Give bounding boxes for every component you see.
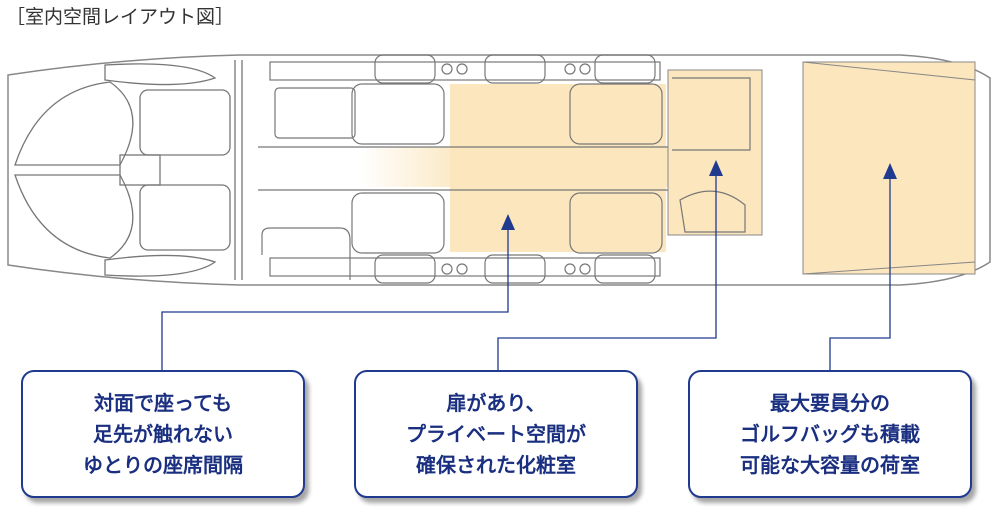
callout-line: 可能な大容量の荷室	[740, 452, 920, 477]
callout-line: 最大要員分の	[770, 390, 890, 415]
callout-cargo: 最大要員分の ゴルフバッグも積載 可能な大容量の荷室	[688, 370, 972, 498]
callout-line: ゴルフバッグも積載	[740, 421, 920, 446]
aisle-highlight	[360, 147, 670, 187]
callout-line: 確保された化粧室	[416, 452, 576, 477]
cockpit	[14, 60, 243, 280]
lavatory-highlight	[667, 69, 763, 236]
callout-line: プライベート空間が	[406, 421, 586, 446]
arrow-head-cargo	[883, 163, 897, 179]
cabin-furniture	[258, 54, 751, 284]
arrow-head-seating	[501, 214, 515, 230]
callout-line: 対面で座っても	[94, 390, 232, 415]
callout-connectors	[161, 172, 891, 370]
callout-line: ゆとりの座席間隔	[83, 452, 243, 477]
callout-line: 足先が触れない	[93, 421, 233, 446]
callout-line: 扉があり、	[446, 390, 546, 415]
diagram-title: ［室内空間レイアウト図］	[6, 6, 235, 28]
callout-seating: 対面で座っても 足先が触れない ゆとりの座席間隔	[21, 370, 305, 498]
arrow-head-lavatory	[709, 160, 723, 176]
callout-lavatory: 扉があり、 プライベート空間が 確保された化粧室	[354, 370, 638, 498]
